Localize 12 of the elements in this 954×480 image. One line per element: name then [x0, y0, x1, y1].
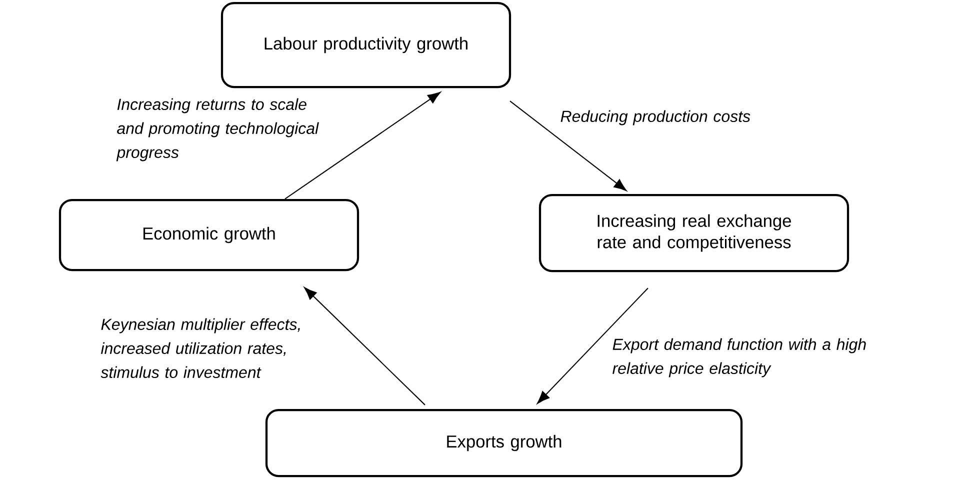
process-box: Exports growth [265, 408, 743, 478]
arrow [537, 288, 648, 404]
arrow [304, 287, 426, 406]
edge-label: Export demand function with a high relative price elasticity [612, 338, 866, 378]
process-box: Increasing real exchange rate and competitiveness [538, 194, 850, 272]
process-box: Labour productivity growth [220, 2, 512, 88]
process-box: Economic growth [58, 198, 360, 272]
arrow [284, 92, 441, 200]
edge-label: Keynesian multiplier effects, increased utilization rates, stimulus to investment [100, 318, 300, 378]
arrow [510, 100, 627, 192]
edge-label: Increasing returns to scale and promoting technological progress [116, 98, 319, 162]
edge-label: Reducing production costs [560, 110, 750, 126]
